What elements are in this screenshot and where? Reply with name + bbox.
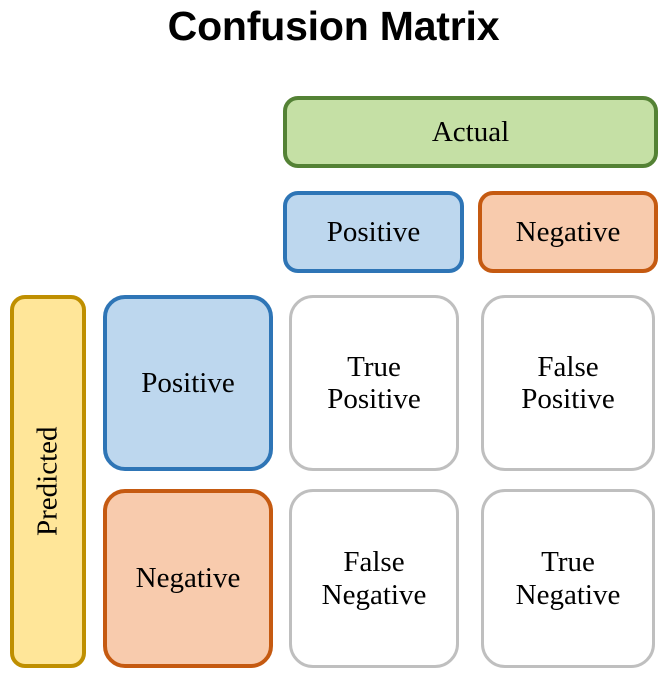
cell-true-negative-line2: Negative — [515, 578, 621, 611]
row-header-positive: Positive — [103, 295, 273, 471]
page-title: Confusion Matrix — [167, 3, 500, 49]
cell-false-positive: False Positive — [481, 295, 655, 471]
row-header-positive-label: Positive — [141, 366, 235, 399]
column-header-positive-label: Positive — [326, 215, 421, 248]
column-header-negative-label: Negative — [515, 215, 621, 248]
predicted-group-label: Predicted — [31, 426, 64, 537]
actual-group-label: Actual — [431, 115, 510, 148]
cell-false-positive-line1: False — [537, 350, 599, 383]
row-header-negative-label: Negative — [135, 562, 241, 595]
cell-false-negative-line1: False — [343, 546, 405, 579]
cell-false-positive-line2: Positive — [521, 383, 615, 415]
cell-false-negative-line2: Negative — [321, 578, 427, 611]
cell-true-positive-line2: Positive — [327, 383, 421, 415]
cell-false-negative: False Negative — [289, 489, 459, 668]
cell-true-negative: True Negative — [481, 489, 655, 668]
row-header-negative: Negative — [103, 489, 273, 668]
column-header-positive: Positive — [283, 191, 464, 273]
actual-group-header: Actual — [283, 96, 658, 168]
cell-true-positive: True Positive — [289, 295, 459, 471]
column-header-negative: Negative — [478, 191, 658, 273]
predicted-group-header: Predicted — [10, 295, 86, 668]
cell-true-negative-line1: True — [541, 546, 595, 579]
cell-true-positive-line1: True — [347, 350, 401, 383]
